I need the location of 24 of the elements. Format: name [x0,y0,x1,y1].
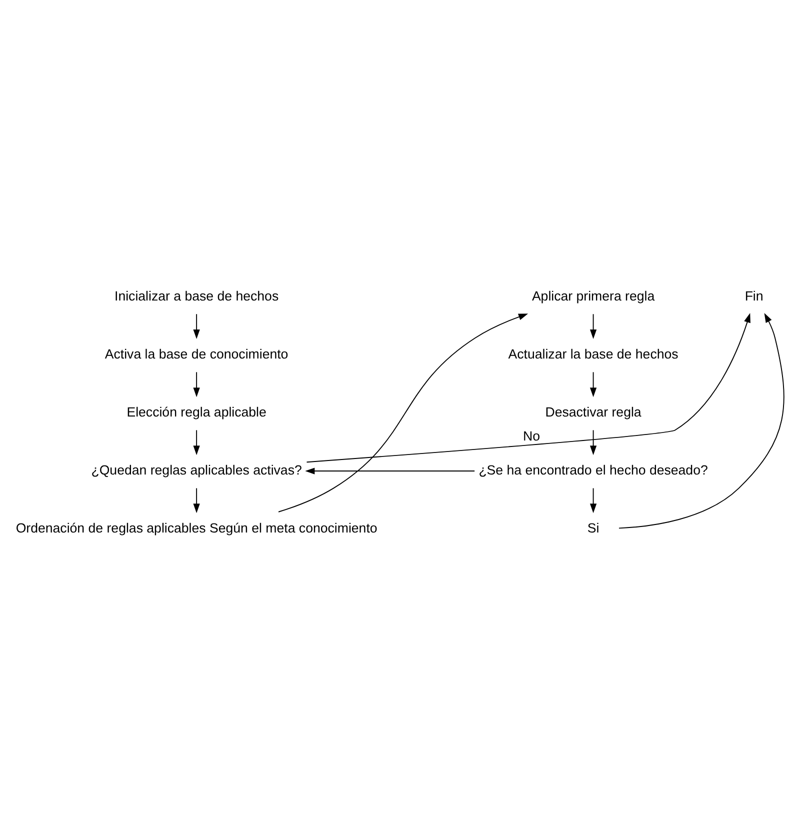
node-text: Elección regla aplicable [126,404,266,420]
node-text: Fin [744,288,764,304]
arrow [306,313,750,463]
node-text: Activa la base de conocimiento [104,346,288,362]
arrow [618,313,784,529]
arrow [278,314,528,512]
node-text: ¿Se ha encontrado el hecho deseado? [478,462,708,478]
node-text: Inicializar a base de hechos [114,288,279,304]
arrow [590,314,597,340]
node-text: Ordenación de reglas aplicables Según el meta conocimiento [16,520,378,536]
node-text: Actualizar la base de hechos [508,346,678,362]
node-text: Desactivar regla [545,404,642,420]
arrow [193,314,200,340]
arrow [590,488,597,514]
edge-label: No [523,428,540,444]
node-text: Si [587,520,600,536]
arrow [590,372,597,398]
arrow [193,430,200,456]
node-text: Aplicar primera regla [532,288,655,304]
arrow [193,488,200,514]
arrow [590,430,597,456]
arrow [305,468,476,474]
arrow [193,372,200,398]
node-text: ¿Quedan reglas aplicables activas? [91,462,302,478]
